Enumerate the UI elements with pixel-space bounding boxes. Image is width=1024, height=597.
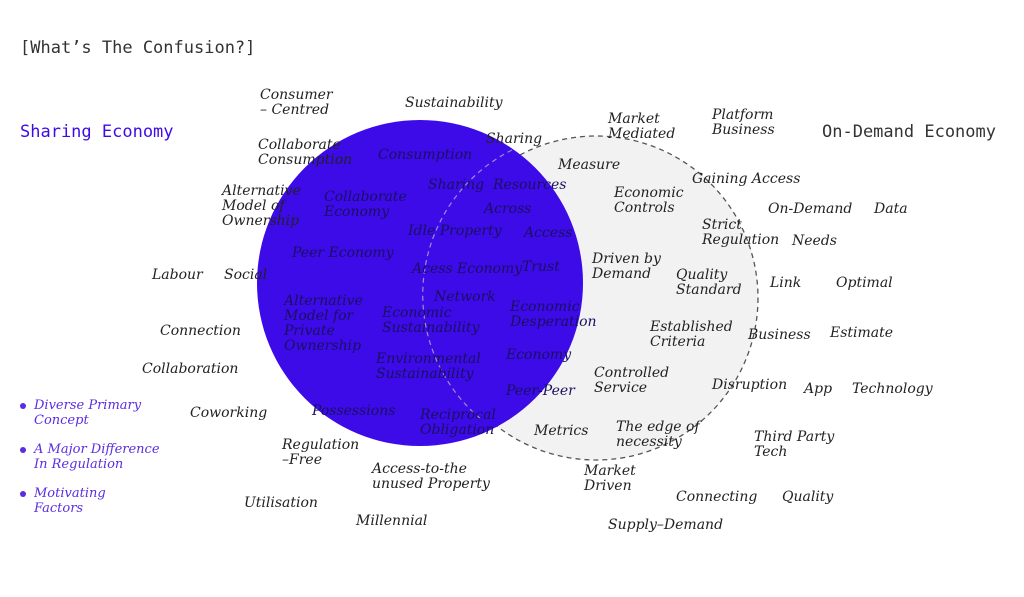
page-title: [What’s The Confusion?] [20, 38, 256, 58]
word-on-demand: On-Demand [768, 201, 853, 217]
word-sustainability: Sustainability [405, 95, 503, 111]
word-strict-regulation: Strict Regulation [702, 217, 780, 248]
bullet-text: Motivating Factors [34, 486, 106, 516]
word-collaboration: Collaboration [142, 361, 239, 377]
word-gaining-access: Gaining Access [692, 171, 801, 187]
bullet-text: A Major Difference In Regulation [34, 442, 160, 472]
word-quality-standard: Quality Standard [676, 267, 742, 298]
word-environmental-sustainability: Environmental Sustainability [376, 351, 481, 382]
word-consumption: Consumption [378, 147, 473, 163]
word-economic-controls: Economic Controls [614, 185, 684, 216]
word-peer-economy: Peer Economy [292, 245, 394, 261]
sharing-circle [257, 120, 583, 446]
word-social: Social [224, 267, 268, 283]
word-access-unused-property: Access-to-the unused Property [372, 461, 490, 492]
bullet-item: Diverse Primary Concept [18, 398, 168, 428]
word-regulation-free: Regulation –Free [282, 437, 360, 468]
word-data: Data [874, 201, 908, 217]
bullet-list: Diverse Primary Concept A Major Differen… [18, 398, 168, 530]
word-sharing-resources: Sharing Resources [428, 177, 567, 193]
bullet-item: A Major Difference In Regulation [18, 442, 168, 472]
word-connection: Connection [160, 323, 241, 339]
sharing-economy-label: Sharing Economy [20, 122, 174, 142]
word-quality: Quality [782, 489, 834, 505]
bullet-dot [20, 403, 26, 409]
word-edge-of-necessity: The edge of necessity [616, 419, 700, 450]
word-economy: Economy [506, 347, 572, 363]
word-across: Across [484, 201, 532, 217]
word-access: Access [524, 225, 573, 241]
word-alternative-ownership: Alternative Model of Ownership [222, 183, 301, 229]
word-supply-demand: Supply–Demand [608, 517, 724, 533]
word-controlled-service: Controlled Service [594, 365, 670, 396]
word-economic-sustainability: Economic Sustainability [382, 305, 480, 336]
word-network: Network [434, 289, 496, 305]
word-economic-desperation: Economic Desperation [510, 299, 597, 330]
word-optimal: Optimal [836, 275, 893, 291]
word-market-driven: Market Driven [584, 463, 636, 494]
word-utilisation: Utilisation [244, 495, 318, 511]
word-sharing-top: Sharing [486, 131, 543, 147]
on-demand-boundary-overlap [422, 149, 513, 421]
word-metrics: Metrics [534, 423, 589, 439]
bullet-text: Diverse Primary Concept [34, 398, 142, 428]
word-market-mediated: Market Mediated [608, 111, 676, 142]
on-demand-economy-label: On-Demand Economy [822, 122, 996, 142]
word-business: Business [748, 327, 811, 343]
word-reciprocal-obligation: Reciprocal Obligation [420, 407, 496, 438]
word-millennial: Millennial [356, 513, 428, 529]
word-access-economy: Acess Economy [412, 261, 523, 277]
word-app: App [804, 381, 833, 397]
word-platform-business: Platform Business [712, 107, 775, 138]
word-connecting: Connecting [676, 489, 758, 505]
word-established-criteria: Established Criteria [650, 319, 733, 350]
word-estimate: Estimate [830, 325, 894, 341]
word-collaborate-consumption: Collaborate Consumption [258, 137, 353, 168]
word-disruption: Disruption [712, 377, 788, 393]
word-peer-peer: Peer-Peer [506, 383, 575, 399]
bullet-item: Motivating Factors [18, 486, 168, 516]
word-coworking: Coworking [190, 405, 268, 421]
word-labour: Labour [152, 267, 203, 283]
word-measure: Measure [558, 157, 621, 173]
word-idle-property: Idle Property [408, 223, 502, 239]
word-consumer-centred: Consumer – Centred [260, 87, 333, 118]
word-possessions: Possessions [312, 403, 396, 419]
word-collaborate-economy: Collaborate Economy [324, 189, 407, 220]
word-third-party-tech: Third Party Tech [754, 429, 835, 460]
bullet-dot [20, 491, 26, 497]
word-trust: Trust [522, 259, 560, 275]
word-link: Link [770, 275, 802, 291]
word-alternative-private: Alternative Model for Private Ownership [284, 293, 363, 354]
word-needs: Needs [792, 233, 837, 249]
word-driven-by-demand: Driven by Demand [592, 251, 661, 282]
word-technology: Technology [852, 381, 933, 397]
bullet-dot [20, 447, 26, 453]
